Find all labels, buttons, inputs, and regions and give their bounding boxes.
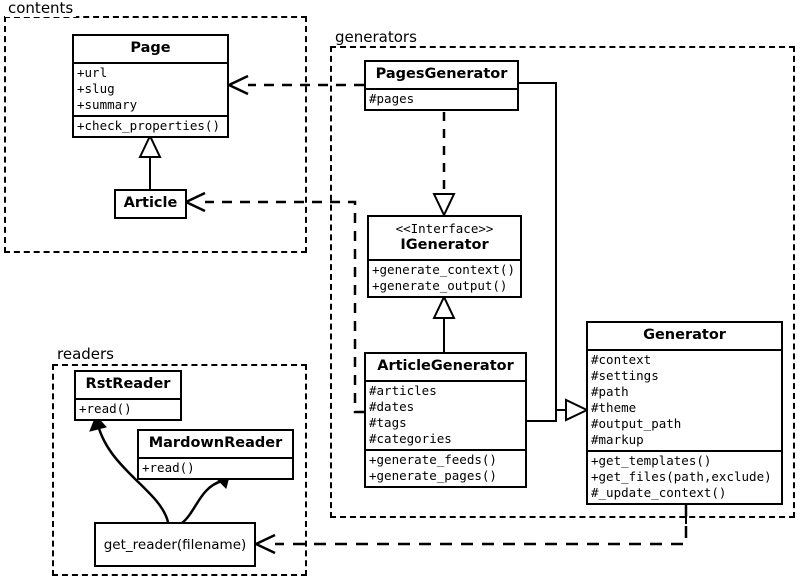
class-article[interactable]: Article xyxy=(114,189,187,219)
class-pages-generator[interactable]: PagesGenerator #pages xyxy=(364,60,519,111)
attribute-row: #path xyxy=(591,384,629,399)
class-igenerator-name: IGenerator xyxy=(400,237,489,253)
operation-row: +read() xyxy=(142,460,195,475)
class-igenerator-operations: +generate_context() +generate_output() xyxy=(369,259,520,296)
attribute-row: #theme xyxy=(591,400,637,415)
attribute-row: #context xyxy=(591,352,652,367)
class-page-title: Page xyxy=(130,40,171,56)
attribute-row: #articles xyxy=(369,383,437,398)
operation-row: +generate_pages() xyxy=(369,468,497,483)
operation-row: +generate_output() xyxy=(372,278,508,293)
attribute-row: #tags xyxy=(369,415,407,430)
class-rst-reader-operations: +read() xyxy=(76,398,180,419)
operation-row: +check_properties() xyxy=(77,118,220,133)
class-generator-attributes: #context #settings #path #theme #output_… xyxy=(588,349,781,450)
class-page-attributes: +url +slug +summary xyxy=(74,62,227,115)
class-igenerator-stereotype: <<Interface>> xyxy=(395,221,494,236)
operation-row: +generate_context() xyxy=(372,262,515,277)
class-mardown-reader-operations: +read() xyxy=(139,457,292,478)
operation-row: +generate_feeds() xyxy=(369,452,497,467)
attribute-row: #output_path xyxy=(591,416,682,431)
class-article-generator[interactable]: ArticleGenerator #articles #dates #tags … xyxy=(364,352,527,488)
class-generator[interactable]: Generator #context #settings #path #them… xyxy=(586,321,783,505)
class-igenerator-title: <<Interface>> IGenerator xyxy=(369,217,520,259)
attribute-row: +slug xyxy=(77,81,115,96)
operation-row: +get_files(path,exclude) xyxy=(591,469,772,484)
attribute-row: #pages xyxy=(369,91,415,106)
class-mardown-reader-title: MardownReader xyxy=(148,435,283,451)
class-article-generator-title: ArticleGenerator xyxy=(377,358,514,374)
contents-package-label: contents xyxy=(5,0,77,17)
class-pages-generator-title: PagesGenerator xyxy=(375,66,508,82)
class-article-generator-attributes: #articles #dates #tags #categories xyxy=(366,380,525,449)
class-mardown-reader[interactable]: MardownReader +read() xyxy=(137,429,294,480)
class-article-title: Article xyxy=(123,195,178,211)
function-get-reader-label: get_reader(filename) xyxy=(103,537,247,553)
operation-row: +read() xyxy=(79,401,132,416)
attribute-row: #markup xyxy=(591,432,644,447)
generators-package-label: generators xyxy=(332,29,420,46)
attribute-row: +summary xyxy=(77,97,138,112)
class-page[interactable]: Page +url +slug +summary +check_properti… xyxy=(72,34,229,138)
attribute-row: #categories xyxy=(369,431,452,446)
readers-package-label: readers xyxy=(54,346,117,363)
class-rst-reader[interactable]: RstReader +read() xyxy=(74,370,182,421)
contents-package xyxy=(4,16,307,253)
function-get-reader[interactable]: get_reader(filename) xyxy=(94,522,256,567)
class-pages-generator-attributes: #pages xyxy=(366,88,517,109)
class-generator-operations: +get_templates() +get_files(path,exclude… xyxy=(588,450,781,503)
class-igenerator[interactable]: <<Interface>> IGenerator +generate_conte… xyxy=(367,215,522,298)
attribute-row: +url xyxy=(77,65,108,80)
class-page-operations: +check_properties() xyxy=(74,115,227,136)
operation-row: #_update_context() xyxy=(591,485,727,500)
class-generator-title: Generator xyxy=(643,327,726,343)
attribute-row: #settings xyxy=(591,368,659,383)
class-rst-reader-title: RstReader xyxy=(85,376,171,392)
operation-row: +get_templates() xyxy=(591,453,712,468)
readers-package xyxy=(52,364,307,576)
attribute-row: #dates xyxy=(369,399,415,414)
class-article-generator-operations: +generate_feeds() +generate_pages() xyxy=(366,449,525,486)
